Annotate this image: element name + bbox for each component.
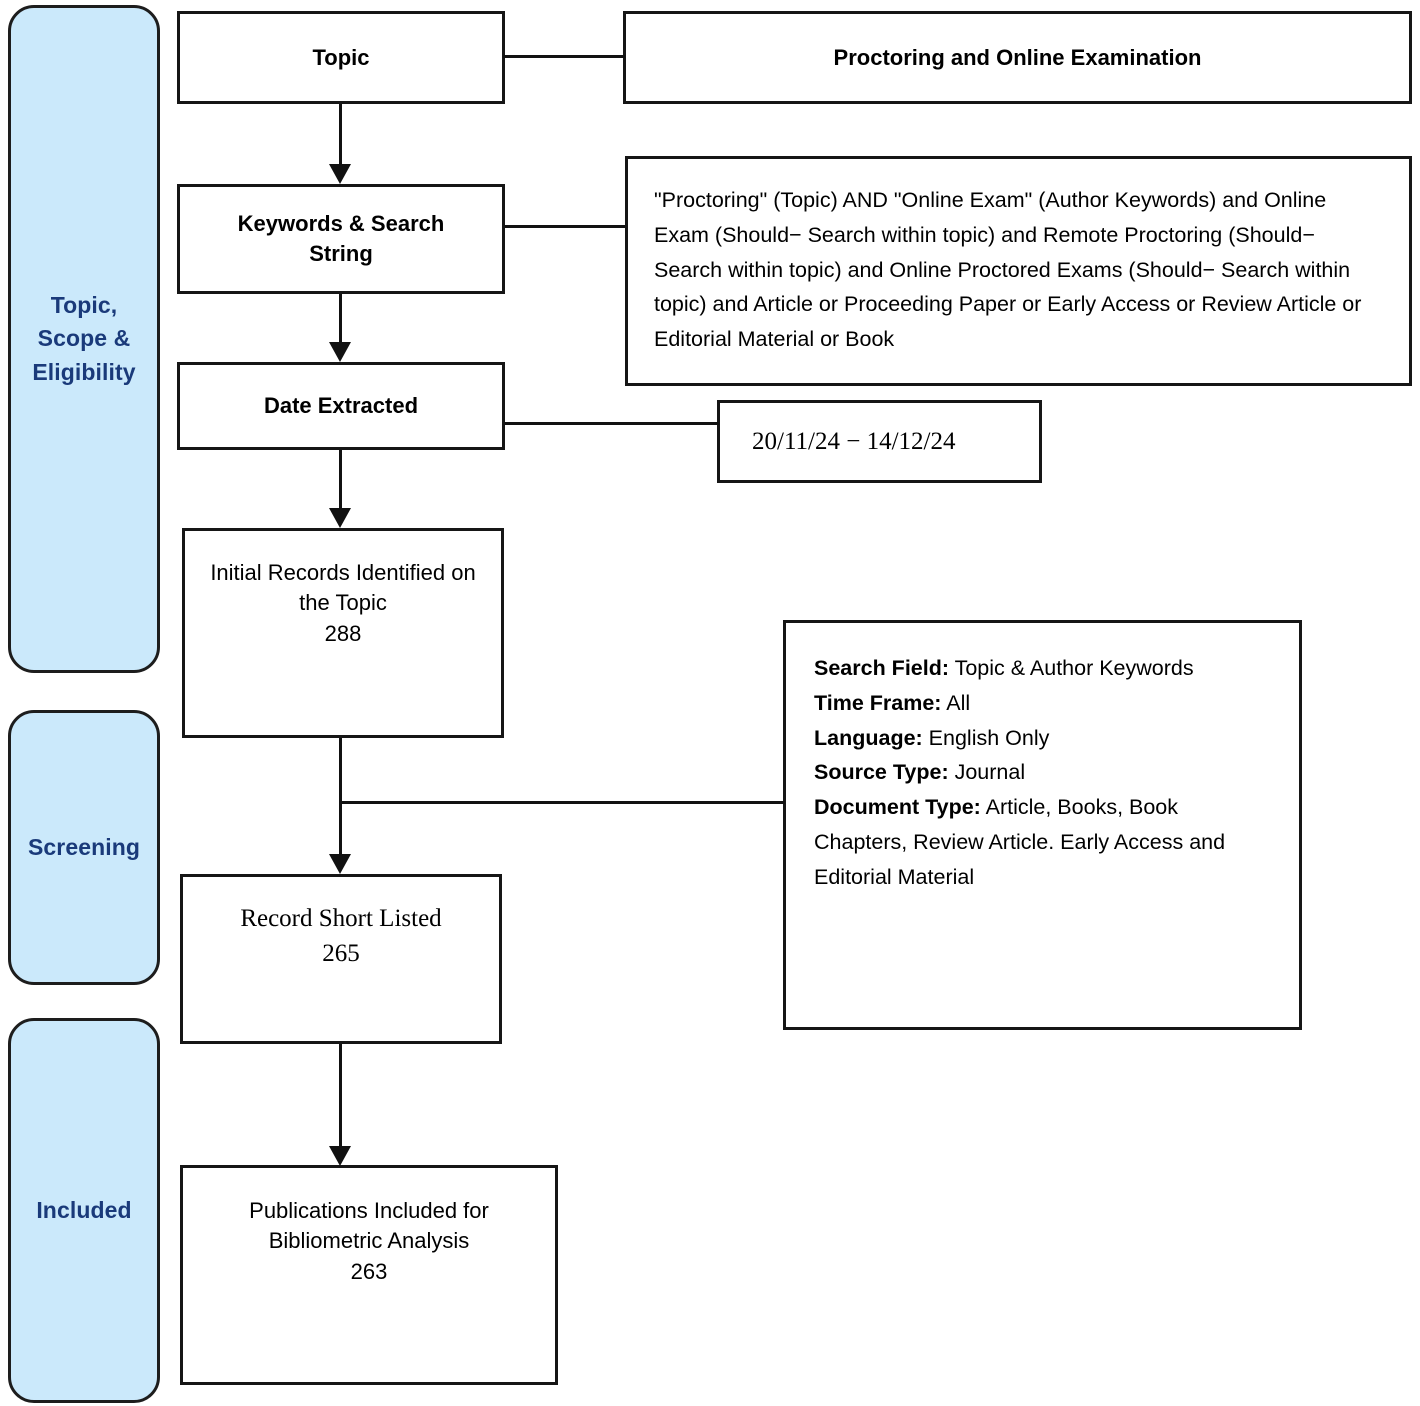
connector-shortlisted-to-included [339, 1044, 342, 1148]
stage-topic-scope-eligibility: Topic, Scope & Eligibility [8, 5, 160, 673]
included-wrap: Publications Included for Bibliometric A… [183, 1168, 555, 1382]
criteria-key: Language: [814, 725, 923, 750]
topic-box: Topic [177, 11, 505, 104]
initial-records-count: 288 [324, 620, 362, 646]
connector-date-to-initial [339, 450, 342, 510]
topic-value-box: Proctoring and Online Examination [623, 11, 1412, 104]
topic-value-text: Proctoring and Online Examination [833, 44, 1202, 70]
date-value-box: 20/11/24 − 14/12/24 [717, 400, 1042, 483]
criteria-item: Source Type: Journal [814, 755, 1277, 790]
arrowhead-topic-to-keywords [329, 164, 351, 184]
initial-records-box: Initial Records Identified on the Topic … [182, 528, 504, 738]
search-string-box: "Proctoring" (Topic) AND "Online Exam" (… [625, 156, 1412, 386]
keywords-box-label: Keywords & Search String [237, 211, 445, 266]
search-string-text: "Proctoring" (Topic) AND "Online Exam" (… [654, 188, 1362, 352]
arrowhead-initial-to-shortlisted [329, 854, 351, 874]
keywords-box: Keywords & Search String [177, 184, 505, 294]
stage-included-label: Included [36, 1196, 132, 1223]
criteria-item: Document Type: Article, Books, Book Chap… [814, 790, 1277, 894]
shortlisted-count: 265 [322, 939, 360, 967]
connector-keywords-to-searchstring [505, 225, 625, 228]
connector-criteria-to-flow [341, 801, 785, 804]
date-extracted-label: Date Extracted [263, 393, 419, 419]
criteria-item: Search Field: Topic & Author Keywords [814, 651, 1277, 686]
included-box: Publications Included for Bibliometric A… [180, 1165, 558, 1385]
connector-topic-to-keywords [339, 104, 342, 166]
date-value-wrap: 20/11/24 − 14/12/24 [720, 403, 1039, 480]
connector-topic-to-value [503, 55, 625, 58]
criteria-key: Time Frame: [814, 690, 942, 715]
criteria-value: All [941, 690, 971, 715]
criteria-item: Time Frame: All [814, 686, 1277, 721]
connector-date-to-value [505, 422, 719, 425]
date-extracted-box: Date Extracted [177, 362, 505, 450]
criteria-item: Language: English Only [814, 721, 1277, 756]
connector-initial-to-shortlisted [339, 738, 342, 856]
shortlisted-wrap: Record Short Listed 265 [183, 877, 499, 1041]
initial-records-label: Initial Records Identified on the Topic [210, 560, 476, 616]
criteria-key: Source Type: [814, 760, 949, 785]
criteria-value: Journal [948, 760, 1026, 785]
arrowhead-shortlisted-to-included [329, 1146, 351, 1166]
included-count: 263 [350, 1258, 388, 1284]
topic-box-label: Topic [312, 44, 370, 70]
stage-screening: Screening [8, 710, 160, 985]
connector-keywords-to-date [339, 294, 342, 344]
criteria-value: Topic & Author Keywords [949, 656, 1194, 680]
criteria-key: Search Field: [814, 656, 950, 680]
shortlisted-label: Record Short Listed [240, 905, 442, 932]
search-string-text-wrap: "Proctoring" (Topic) AND "Online Exam" (… [628, 159, 1409, 383]
initial-records-wrap: Initial Records Identified on the Topic … [185, 531, 501, 735]
date-value-text: 20/11/24 − 14/12/24 [752, 427, 956, 455]
shortlisted-box: Record Short Listed 265 [180, 874, 502, 1044]
criteria-value: Article, Books, Book Chapters, Review Ar… [814, 795, 1226, 889]
included-label: Publications Included for Bibliometric A… [249, 1198, 489, 1254]
arrowhead-date-to-initial [329, 508, 351, 528]
criteria-wrap: Search Field: Topic & Author Keywords Ti… [786, 623, 1299, 1027]
criteria-box: Search Field: Topic & Author Keywords Ti… [783, 620, 1302, 1030]
stage-screening-label: Screening [27, 833, 141, 860]
stage-topic-scope-eligibility-label: Topic, Scope & Eligibility [32, 291, 136, 385]
stage-included: Included [8, 1018, 160, 1403]
criteria-key: Document Type: [814, 795, 981, 820]
criteria-value: English Only [922, 725, 1050, 750]
arrowhead-keywords-to-date [329, 342, 351, 362]
criteria-list: Search Field: Topic & Author Keywords Ti… [814, 651, 1277, 895]
